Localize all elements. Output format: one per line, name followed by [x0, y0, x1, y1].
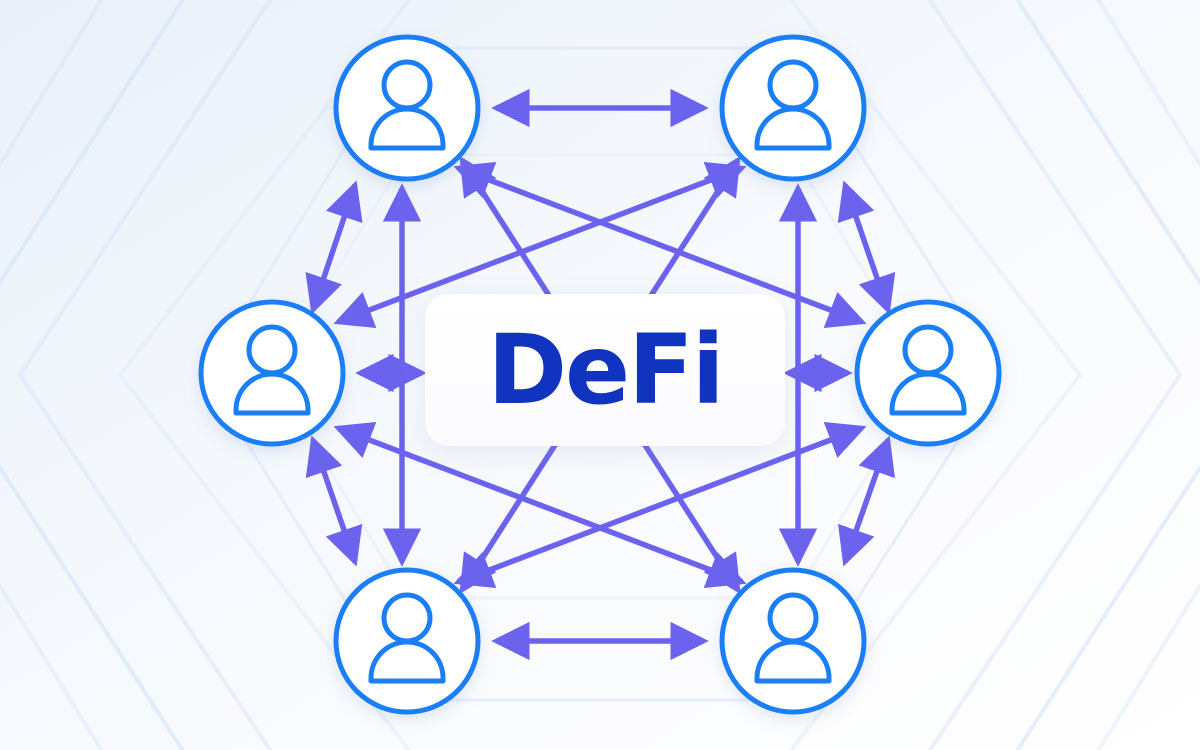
user-icon	[368, 592, 446, 684]
user-icon	[754, 592, 832, 684]
node-bottom-right[interactable]	[719, 567, 867, 715]
user-icon	[889, 324, 967, 416]
center-title: DeFi	[487, 314, 724, 426]
node-top-right[interactable]	[719, 34, 867, 182]
node-left[interactable]	[198, 299, 346, 447]
node-bottom-left[interactable]	[333, 567, 481, 715]
node-top-left[interactable]	[333, 34, 481, 182]
user-icon	[233, 324, 311, 416]
user-icon	[754, 59, 832, 151]
center-panel	[425, 294, 785, 446]
node-right[interactable]	[854, 299, 1002, 447]
user-icon	[368, 59, 446, 151]
